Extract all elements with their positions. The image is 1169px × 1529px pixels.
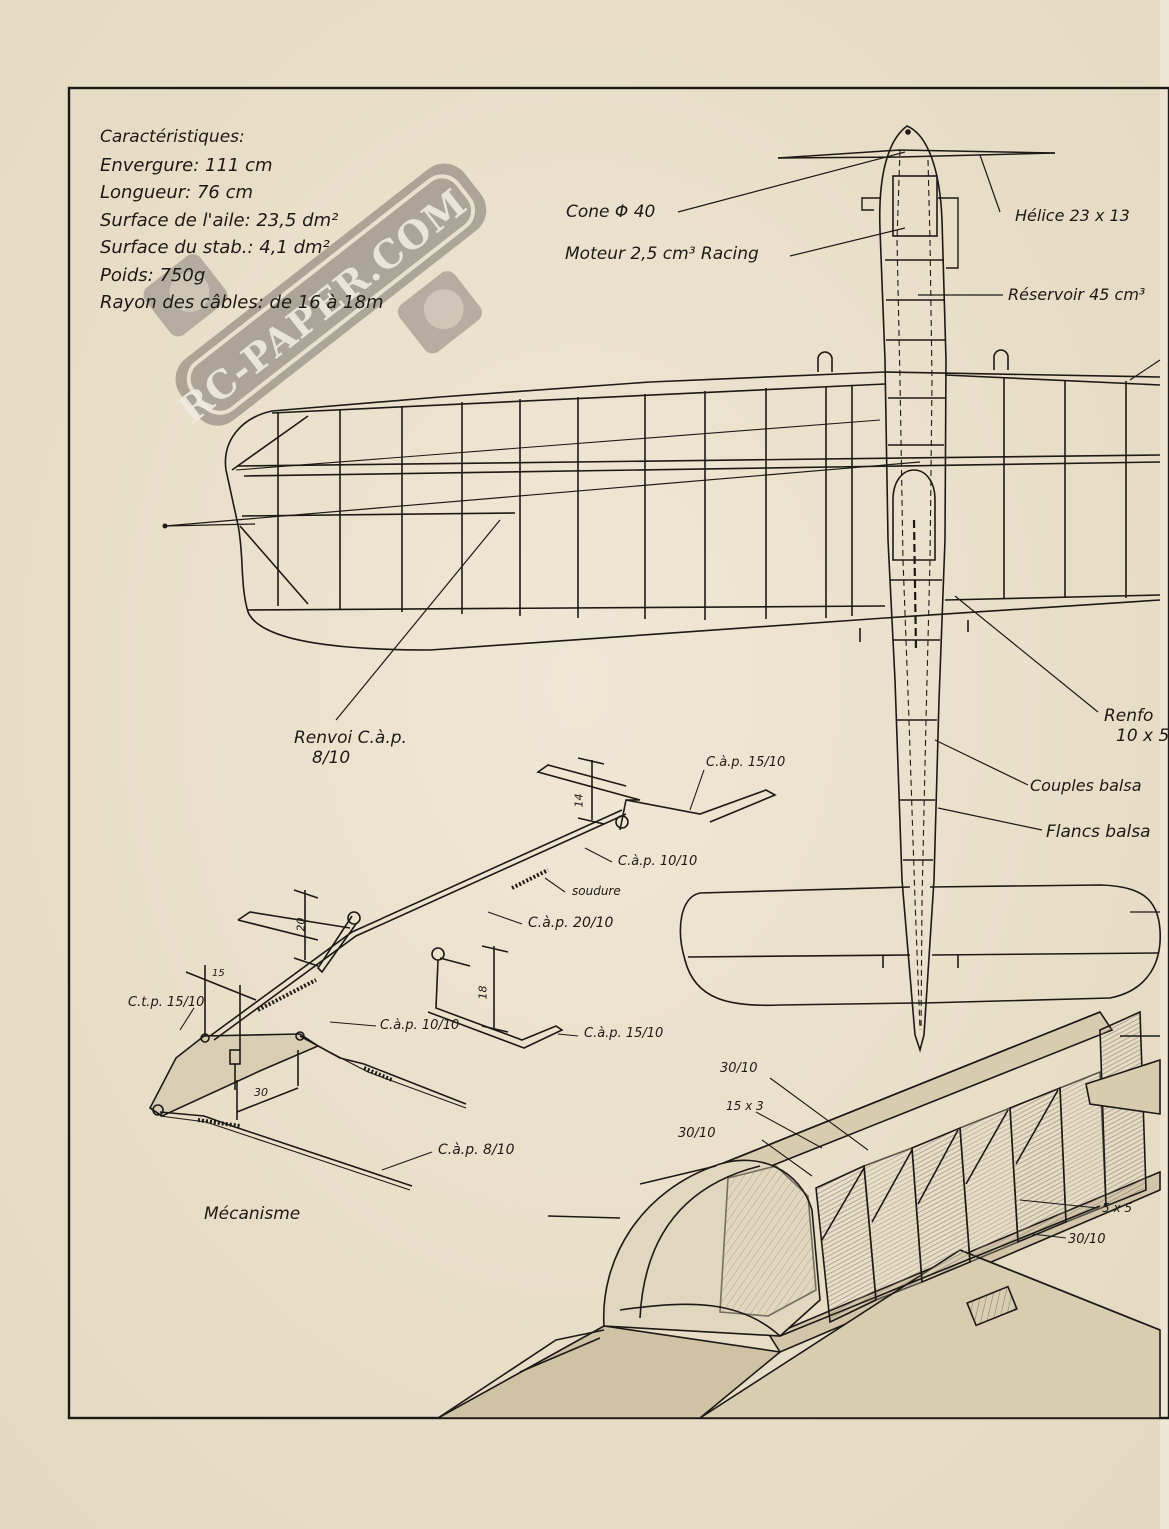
spec-envergure: Envergure: 111 cm — [100, 154, 273, 176]
propeller — [777, 149, 1056, 159]
label-15x3: 15 x 3 — [726, 1099, 764, 1113]
label-cap-15-10-bottom: C.à.p. 15/10 — [584, 1026, 664, 1041]
label-30-10-c: 30/10 — [1068, 1232, 1106, 1247]
label-mecanisme: Mécanisme — [204, 1204, 301, 1224]
label-cap-10-10-top: C.à.p. 10/10 — [618, 854, 698, 869]
label-cap-10-10-bottom: C.à.p. 10/10 — [380, 1018, 460, 1033]
dim-30: 30 — [254, 1086, 268, 1099]
spec-surface-stab: Surface du stab.: 4,1 dm² — [100, 237, 330, 258]
label-cap-15-10-top: C.à.p. 15/10 — [706, 755, 786, 770]
label-5x5: 5 x 5 — [1102, 1201, 1132, 1215]
label-couples: Couples balsa — [1030, 776, 1142, 795]
label-flancs: Flancs balsa — [1046, 822, 1151, 842]
label-renvoi-line1: Renvoi C.à.p. — [294, 728, 407, 748]
fuselage-cutaway — [434, 1010, 1161, 1419]
leader-lines — [335, 151, 1161, 913]
label-reservoir: Réservoir 45 cm³ — [1008, 285, 1146, 304]
label-helice: Hélice 23 x 13 — [1015, 206, 1130, 225]
specs-heading: Caractéristiques: — [100, 127, 245, 147]
specifications: Caractéristiques: Envergure: 111 cm Long… — [100, 124, 384, 317]
dim-18: 18 — [476, 985, 490, 1000]
label-renvoi-line2: 8/10 — [312, 748, 351, 768]
stabilizer — [679, 884, 1161, 1007]
mechanism-leaders — [179, 769, 705, 1171]
label-ctp-15-10: C.t.p. 15/10 — [128, 995, 205, 1010]
label-renvoi: Renvoi C.à.p. 8/10 — [294, 728, 407, 768]
label-soudure: soudure — [572, 884, 621, 898]
label-renfort-line2: 10 x 5 — [1116, 726, 1169, 746]
label-30-10-b: 30/10 — [678, 1126, 716, 1141]
label-moteur: Moteur 2,5 cm³ Racing — [565, 244, 759, 264]
spec-rayon-cables: Rayon des câbles: de 16 à 18m — [100, 292, 384, 313]
spec-surface-aile: Surface de l'aile: 23,5 dm² — [100, 209, 339, 231]
dim-20: 20 — [294, 917, 308, 932]
label-30-10-a: 30/10 — [720, 1061, 758, 1076]
spec-poids: Poids: 750g — [100, 264, 206, 286]
dim-14: 14 — [572, 793, 586, 808]
wing-top-view — [164, 349, 1161, 651]
cutaway-leaders — [755, 1077, 1099, 1239]
watermark — [143, 163, 487, 426]
label-cone: Cone Φ 40 — [566, 202, 656, 222]
label-renfort-line1: Renfo — [1104, 706, 1154, 726]
label-renfort: Renfo 10 x 5 — [1104, 706, 1169, 746]
dim-15: 15 — [212, 968, 225, 979]
label-cap-20-10: C.à.p. 20/10 — [528, 915, 614, 931]
label-cap-8-10: C.à.p. 8/10 — [438, 1142, 515, 1158]
spec-longueur: Longueur: 76 cm — [100, 182, 254, 203]
mechanism-drawing — [148, 757, 777, 1191]
